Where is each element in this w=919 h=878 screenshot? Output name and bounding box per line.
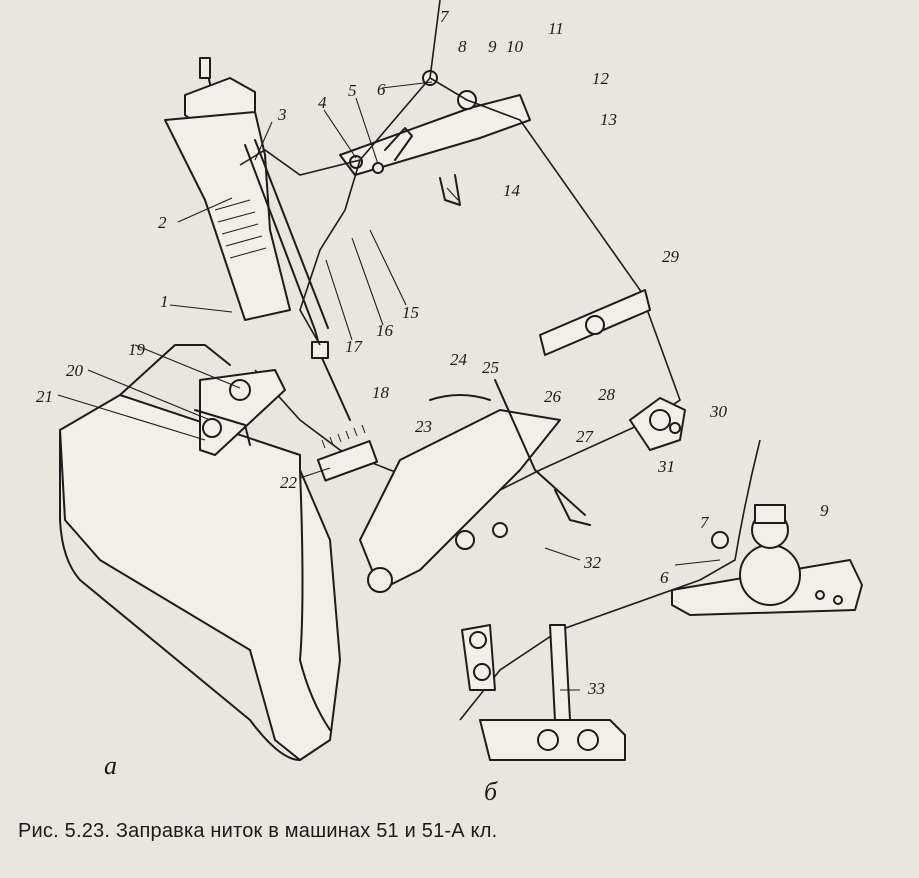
needle-bar-housing xyxy=(164,57,351,421)
detail-guide-33 xyxy=(461,624,626,761)
detail-tension-unit xyxy=(671,504,863,616)
detail-label-7: 7 xyxy=(700,513,710,532)
label-32: 32 xyxy=(583,553,602,572)
label-29: 29 xyxy=(662,247,680,266)
brush-22 xyxy=(316,424,379,482)
label-25: 25 xyxy=(482,358,499,377)
label-33: 33 xyxy=(587,679,605,698)
label-23: 23 xyxy=(415,417,432,436)
label-30: 30 xyxy=(709,402,728,421)
label-17: 17 xyxy=(345,337,364,356)
thread-tension-28 xyxy=(629,397,686,451)
label-10: 10 xyxy=(506,37,524,56)
label-1: 1 xyxy=(160,292,169,311)
label-9: 9 xyxy=(488,37,497,56)
label-12: 12 xyxy=(592,69,610,88)
callout-labels: 7 8 9 10 11 6 12 13 3 4 5 14 2 29 1 15 1… xyxy=(36,7,829,698)
label-13: 13 xyxy=(600,110,617,129)
label-8: 8 xyxy=(458,37,467,56)
label-2: 2 xyxy=(158,213,167,232)
label-21: 21 xyxy=(36,387,53,406)
thread-guide-29 xyxy=(539,289,651,356)
figure-caption: Рис. 5.23. Заправка ниток в машинах 51 и… xyxy=(18,820,498,842)
label-6: 6 xyxy=(377,80,386,99)
subfigure-b-label: б xyxy=(484,777,498,806)
upper-tension-arm xyxy=(339,70,531,206)
label-11: 11 xyxy=(548,19,564,38)
label-24: 24 xyxy=(450,350,468,369)
label-5: 5 xyxy=(348,81,357,100)
detail-label-6: 6 xyxy=(660,568,669,587)
label-19: 19 xyxy=(128,340,146,359)
label-26: 26 xyxy=(544,387,562,406)
label-16: 16 xyxy=(376,321,394,340)
label-15: 15 xyxy=(402,303,419,322)
leader-lines xyxy=(57,81,721,691)
label-27: 27 xyxy=(576,427,595,446)
label-28: 28 xyxy=(598,385,616,404)
label-22: 22 xyxy=(280,473,298,492)
looper-mechanism xyxy=(359,379,591,593)
detail-label-9: 9 xyxy=(820,501,829,520)
label-18: 18 xyxy=(372,383,390,402)
label-31: 31 xyxy=(657,457,675,476)
subfigure-a-label: а xyxy=(104,751,117,780)
thread-path xyxy=(239,0,761,721)
machine-bed xyxy=(59,344,341,761)
label-14: 14 xyxy=(503,181,521,200)
label-7: 7 xyxy=(440,7,450,26)
label-3: 3 xyxy=(277,105,287,124)
label-4: 4 xyxy=(318,93,327,112)
label-20: 20 xyxy=(66,361,84,380)
